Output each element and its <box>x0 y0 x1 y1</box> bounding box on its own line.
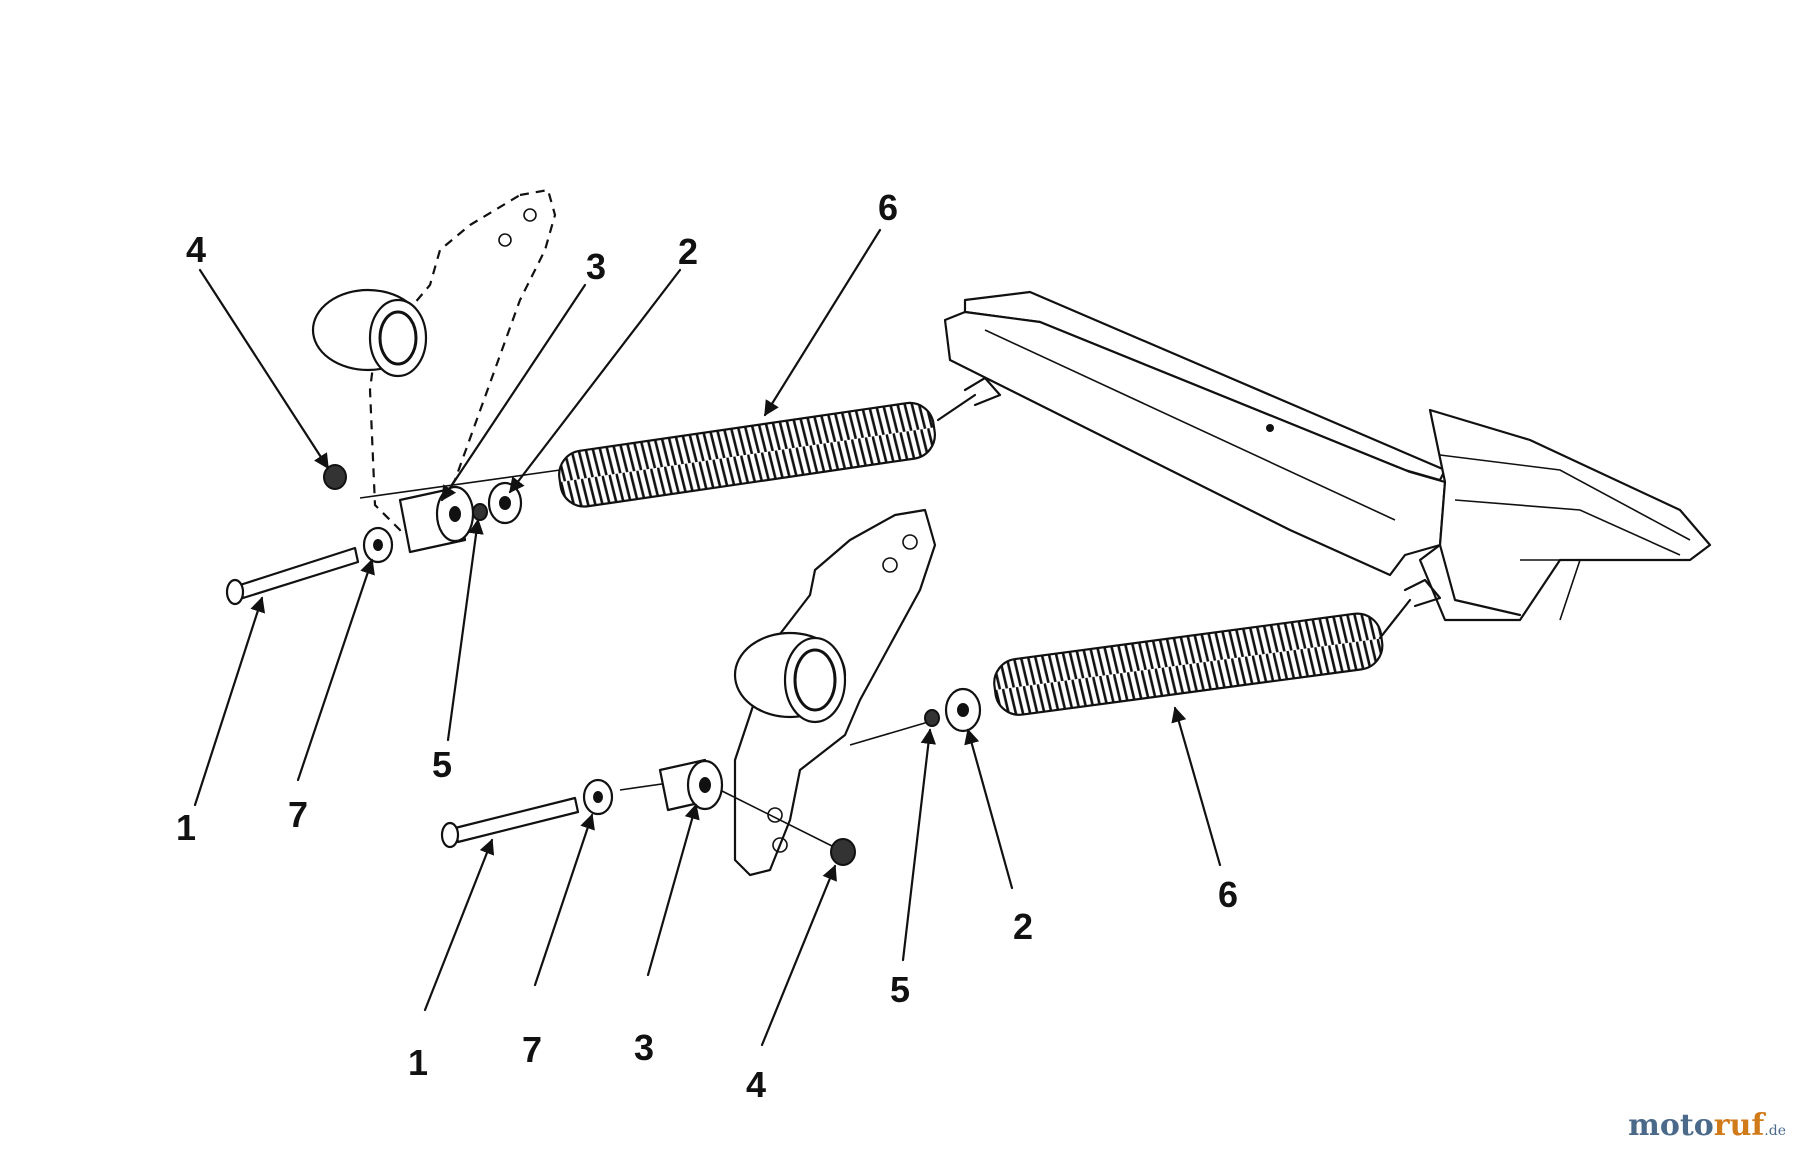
pivot-arm-upper <box>311 188 557 532</box>
leader-lines <box>193 228 1222 1047</box>
spring-lower <box>993 598 1412 716</box>
callout-2-lower: 2 <box>1012 906 1034 947</box>
frame-bar <box>943 290 1712 622</box>
callout-1-upper: 1 <box>175 807 197 848</box>
callout-3-upper: 3 <box>585 246 607 287</box>
callout-7-lower: 7 <box>521 1029 543 1070</box>
hardware-upper <box>225 464 561 606</box>
callout-7-upper: 7 <box>287 794 309 835</box>
hardware-lower <box>440 687 982 866</box>
callout-3-lower: 3 <box>633 1027 655 1068</box>
callout-5-lower: 5 <box>889 969 911 1010</box>
spring-upper <box>558 393 977 508</box>
callout-6-lower: 6 <box>1217 874 1239 915</box>
watermark-logo: motoruf.de <box>1628 1108 1786 1143</box>
pivot-arm-lower <box>733 508 937 877</box>
callout-2-upper: 2 <box>677 231 699 272</box>
callout-4-lower: 4 <box>745 1064 767 1105</box>
callout-4-upper: 4 <box>185 229 207 270</box>
callout-1-lower: 1 <box>407 1042 429 1083</box>
callout-6-upper: 6 <box>877 187 899 228</box>
callout-5-upper: 5 <box>431 744 453 785</box>
